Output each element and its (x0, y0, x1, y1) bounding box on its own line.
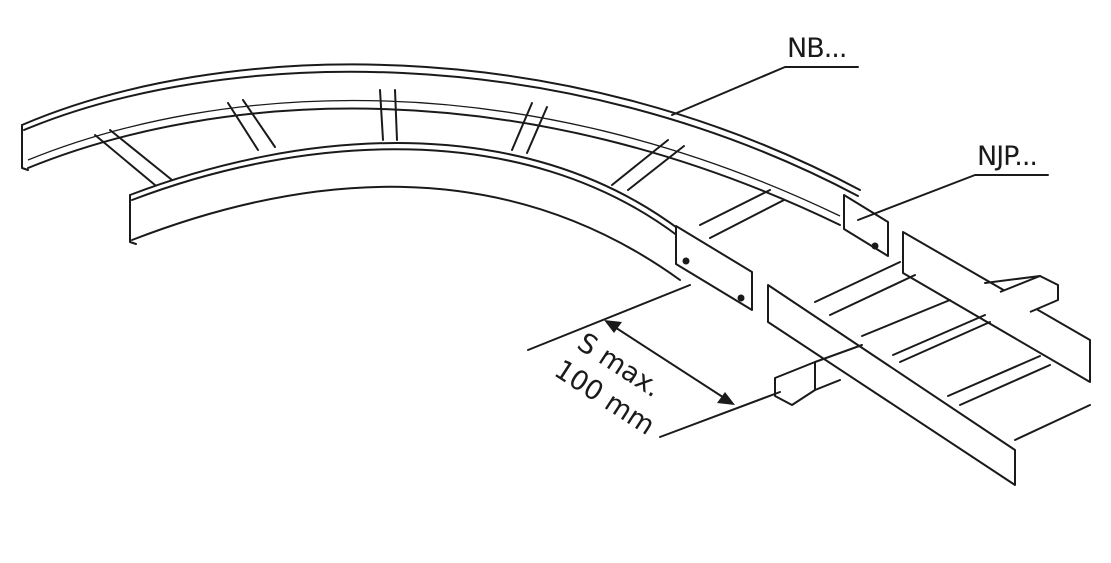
bend-outer-rail (21, 63, 861, 226)
inner-splice-plate (675, 225, 753, 311)
outer-splice-plate (843, 194, 889, 257)
dimension-markers (527, 284, 781, 438)
joint-leader-line (857, 174, 1049, 221)
bend-leader-line (671, 66, 859, 116)
joint-label: NJP... (977, 141, 1038, 172)
bend-rungs (94, 89, 785, 239)
bend-inner-rail (129, 142, 681, 281)
bend-label: NB... (787, 33, 847, 64)
support-beam (774, 275, 1059, 406)
straight-ladder (767, 231, 1091, 486)
